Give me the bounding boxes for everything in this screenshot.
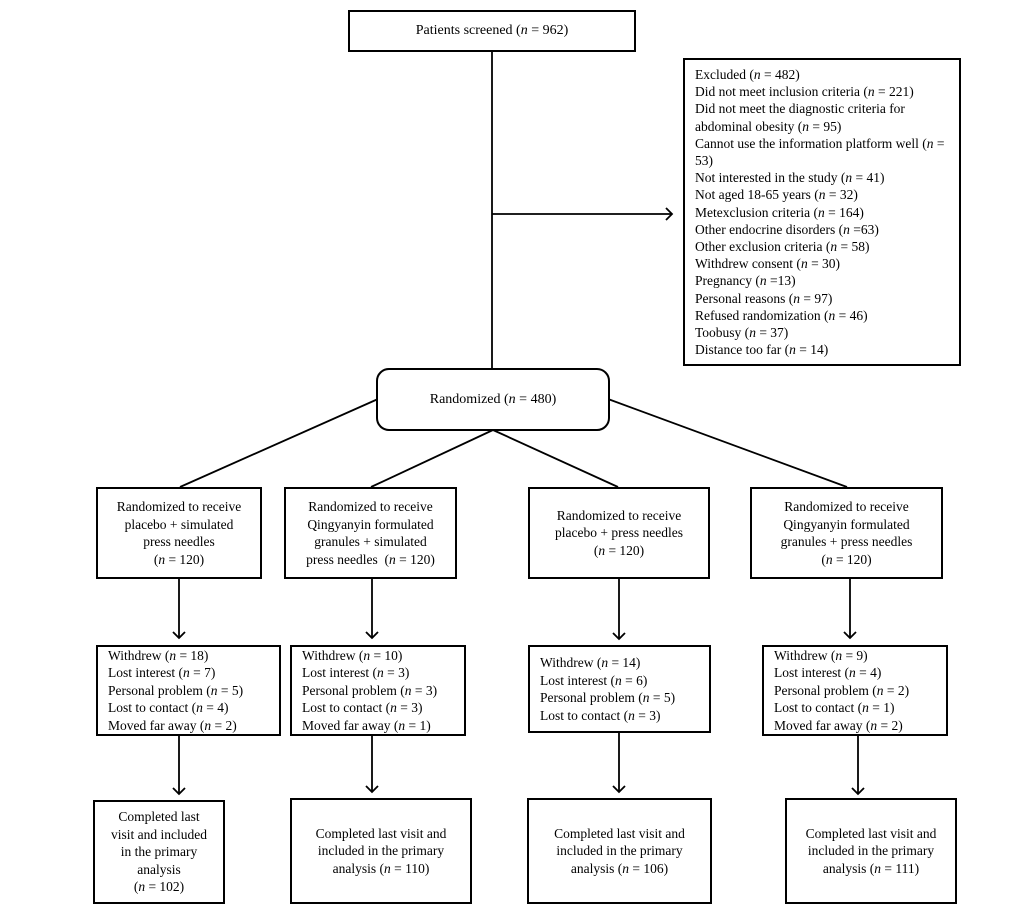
text-line: Moved far away (n = 2) <box>108 717 237 733</box>
text-line: Personal reasons (n = 97) <box>695 290 833 306</box>
text-line: analysis <box>137 861 181 877</box>
text-line: Randomized to receive <box>308 499 433 514</box>
text-line: Cannot use the information platform well… <box>695 135 948 169</box>
text-line: Randomized to receive <box>116 499 242 514</box>
text-line: in the primary <box>120 844 198 860</box>
text-line: analysis (n = 110) <box>332 860 430 876</box>
text-line: Other endocrine disorders (n =63) <box>695 221 879 237</box>
text-line: Withdrew (n = 9) <box>774 647 868 663</box>
text-line: Not aged 18-65 years (n = 32) <box>695 187 858 203</box>
text-line: Personal problem (n = 2) <box>774 682 910 698</box>
text-line: Lost to contact (n = 3) <box>302 700 423 716</box>
text-line: (n = 120) <box>593 542 645 558</box>
connector-randomized-to-arm2 <box>370 429 494 488</box>
text-line: Distance too far (n = 14) <box>695 342 829 358</box>
text-line: Lost interest (n = 6) <box>540 672 648 688</box>
text-line: press needles (n = 120) <box>306 551 435 567</box>
text-line: Excluded (n = 482) <box>695 67 800 82</box>
arm-box-1: Randomized to receive placebo + simulated… <box>96 487 262 579</box>
connector-randomized-to-arm3 <box>492 429 619 488</box>
text-line: Toobusy (n = 37) <box>695 325 789 341</box>
text-line: Did not meet inclusion criteria (n = 221… <box>695 84 914 100</box>
completed-box-3: Completed last visit and included in the … <box>527 798 712 904</box>
text-line: Withdrew (n = 18) <box>108 647 209 663</box>
text-line: Moved far away (n = 2) <box>774 717 903 733</box>
text-line: Completed last visit and <box>805 825 937 841</box>
text-line: Personal problem (n = 5) <box>108 682 244 698</box>
withdraw-box-2: Withdrew (n = 10) Lost interest (n = 3)Pe… <box>290 645 466 736</box>
randomized-box: Randomized (n = 480) <box>376 368 610 431</box>
text-line: Randomized to receive <box>784 499 909 514</box>
text-line: included in the primary <box>317 843 445 859</box>
text-line: Withdrew (n = 10) <box>302 647 403 663</box>
text-line: analysis (n = 106) <box>570 860 669 876</box>
text-line: press needles <box>143 534 215 549</box>
text-line: Other exclusion criteria (n = 58) <box>695 239 870 255</box>
withdraw-box-4: Withdrew (n = 9) Lost interest (n = 4)Per… <box>762 645 948 736</box>
text-line: Lost interest (n = 7) <box>108 665 216 681</box>
completed-box-4: Completed last visit and included in the … <box>785 798 957 904</box>
text-line: placebo + press needles <box>555 525 683 541</box>
text-line: Completed last <box>118 809 200 825</box>
text-line: Randomized to receive <box>556 507 682 523</box>
randomized-label: Randomized (n = 480) <box>429 391 557 407</box>
text-line: Moved far away (n = 1) <box>302 717 431 733</box>
screened-label: Patients screened (n = 962) <box>415 23 569 39</box>
text-line: Personal problem (n = 5) <box>540 690 676 705</box>
text-line: Lost interest (n = 4) <box>774 665 882 681</box>
text-line: Qingyanyin formulated <box>307 516 434 532</box>
excluded-box: Excluded (n = 482) Did not meet inclusion… <box>683 58 961 366</box>
text-line: Withdrew (n = 14) <box>540 655 641 670</box>
text-line: placebo + simulated <box>124 516 234 532</box>
text-line: Did not meet the diagnostic criteria for… <box>695 101 909 134</box>
screened-box: Patients screened (n = 962) <box>348 10 636 52</box>
text-line: Completed last visit and <box>315 825 447 841</box>
text-line: (n = 120) <box>153 551 205 567</box>
text-line: (n = 102) <box>133 879 185 895</box>
withdraw-box-3: Withdrew (n = 14) Lost interest (n = 6) Pe… <box>528 645 711 733</box>
text-line: included in the primary <box>556 843 683 859</box>
text-line: Metexclusion criteria (n = 164) <box>695 204 864 220</box>
connector-randomized-to-arm4 <box>607 398 848 488</box>
text-line: Withdrew consent (n = 30) <box>695 256 841 272</box>
text-line: Not interested in the study (n = 41) <box>695 170 885 186</box>
text-line: Lost to contact (n = 3) <box>540 707 661 723</box>
arm-box-3: Randomized to receive placebo + press nee… <box>528 487 710 579</box>
connector-randomized-to-arm1 <box>179 398 379 488</box>
text-line: Refused randomization (n = 46) <box>695 307 868 323</box>
completed-box-2: Completed last visit and included in the … <box>290 798 472 904</box>
withdraw-box-1: Withdrew (n = 18) Lost interest (n = 7)Pe… <box>96 645 281 736</box>
text-line: included in the primary <box>807 843 935 859</box>
text-line: analysis (n = 111) <box>822 860 920 876</box>
text-line: Qingyanyin formulated <box>783 516 910 532</box>
text-line: Completed last visit and <box>554 825 685 841</box>
text-line: Lost to contact (n = 4) <box>108 700 229 716</box>
text-line: granules + simulated <box>314 534 427 549</box>
text-line: Pregnancy (n =13) <box>695 273 796 289</box>
text-line: Lost to contact (n = 1) <box>774 700 895 716</box>
text-line: (n = 120) <box>821 551 872 567</box>
text-line: Personal problem (n = 3) <box>302 682 438 698</box>
text-line: Lost interest (n = 3) <box>302 665 410 681</box>
text-line: granules + press needles <box>780 534 913 549</box>
text-line: visit and included <box>111 826 207 842</box>
